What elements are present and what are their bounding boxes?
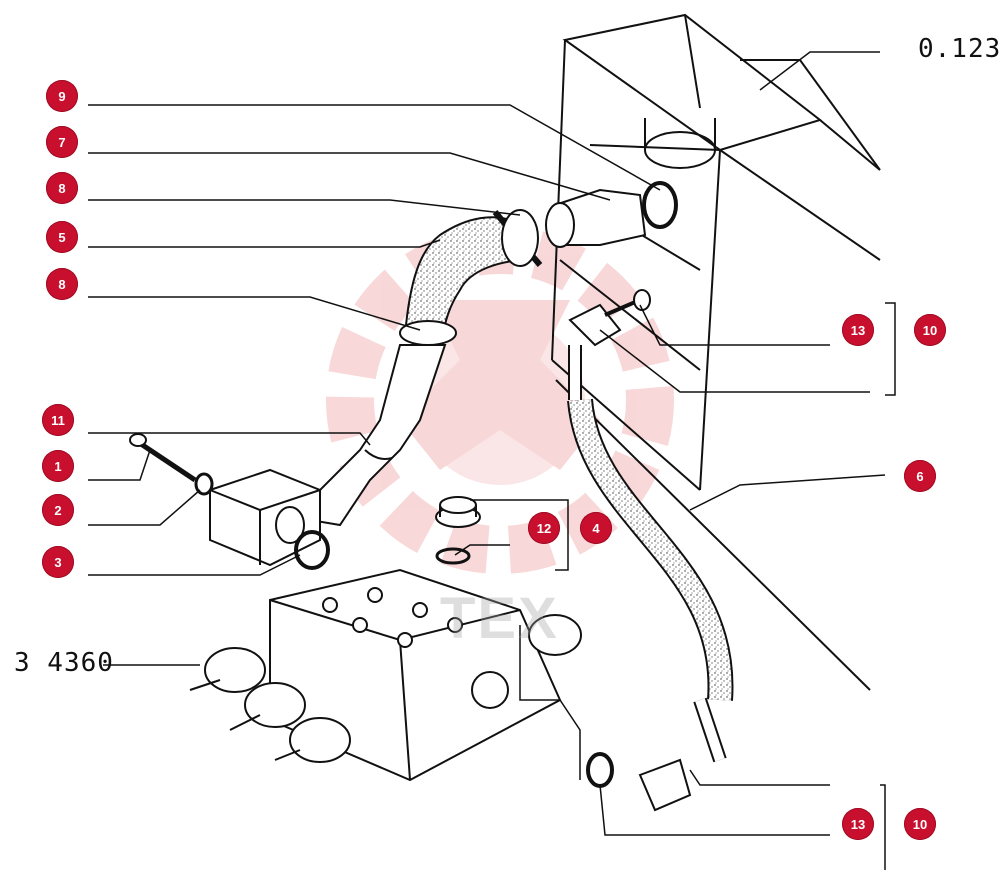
control-valve xyxy=(189,568,582,782)
pressure-hose xyxy=(567,289,734,812)
callout-10-upper[interactable]: 10 xyxy=(914,314,946,346)
callout-2[interactable]: 2 xyxy=(42,494,74,526)
leader-lines xyxy=(88,51,896,870)
tank-fitting xyxy=(545,181,678,248)
callout-11[interactable]: 11 xyxy=(42,404,74,436)
callout-13-upper[interactable]: 13 xyxy=(842,314,874,346)
callout-10-lower[interactable]: 10 xyxy=(904,808,936,840)
callout-5[interactable]: 5 xyxy=(46,221,78,253)
callout-8-upper[interactable]: 8 xyxy=(46,172,78,204)
callout-9[interactable]: 9 xyxy=(46,80,78,112)
callout-1[interactable]: 1 xyxy=(42,450,74,482)
callout-6[interactable]: 6 xyxy=(904,460,936,492)
callout-8-lower[interactable]: 8 xyxy=(46,268,78,300)
callout-4[interactable]: 4 xyxy=(580,512,612,544)
callout-3[interactable]: 3 xyxy=(42,546,74,578)
reference-code-left: 3 4360 xyxy=(14,648,114,678)
flange-block xyxy=(129,433,330,570)
callout-12[interactable]: 12 xyxy=(528,512,560,544)
callout-13-lower[interactable]: 13 xyxy=(842,808,874,840)
suction-hose xyxy=(399,209,543,346)
reference-code-top-right: 0.123 xyxy=(918,34,1000,64)
tank-housing xyxy=(551,13,881,691)
plug-and-seal xyxy=(435,496,481,565)
watermark-text: ТЕХ xyxy=(440,586,559,651)
callout-7[interactable]: 7 xyxy=(46,126,78,158)
